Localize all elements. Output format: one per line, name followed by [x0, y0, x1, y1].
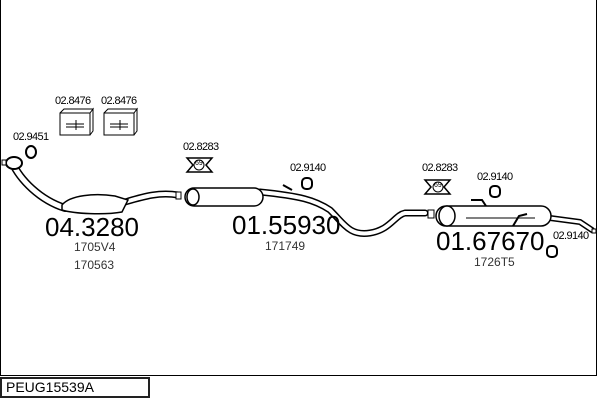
oem-reference: 1705V4 [74, 240, 116, 254]
oem-reference: 170563 [74, 258, 115, 272]
rubber-hanger-1 [301, 177, 313, 190]
front-flange [5, 156, 23, 170]
oem-reference: 1726T5 [474, 255, 515, 269]
badge: 69 [195, 160, 203, 167]
part-number: 01.55930 [232, 210, 341, 240]
part-number: 01.67670 [436, 226, 545, 256]
diagram-frame [0, 0, 597, 376]
catalytic-converter [61, 193, 130, 215]
part-number: 04.3280 [45, 212, 139, 242]
accessory-number: 02.8283 [422, 162, 458, 174]
accessory-number: 02.8476 [101, 95, 137, 107]
accessory-number: 02.8283 [183, 141, 219, 153]
oem-reference: 171749 [265, 239, 306, 253]
diagram-code: PEUG15539A [0, 377, 150, 398]
accessory-number: 02.9140 [477, 171, 513, 183]
clamp-box-1 [59, 107, 94, 136]
accessory-number: 02.9140 [553, 230, 589, 242]
badge: 69 [434, 182, 442, 189]
accessory-number: 02.8476 [55, 95, 91, 107]
rubber-hanger-2 [489, 185, 501, 198]
hanger-mount-2 [423, 179, 452, 195]
clamp-box-2 [103, 107, 138, 136]
rear-silencer [435, 205, 552, 227]
rubber-hanger-3 [546, 245, 558, 258]
front-pipe [8, 158, 69, 212]
accessory-number: 02.9140 [290, 162, 326, 174]
gasket-ring [25, 145, 37, 159]
hanger-mount-1 [185, 157, 214, 173]
accessory-number: 02.9451 [13, 131, 49, 143]
middle-silencer [184, 187, 264, 207]
